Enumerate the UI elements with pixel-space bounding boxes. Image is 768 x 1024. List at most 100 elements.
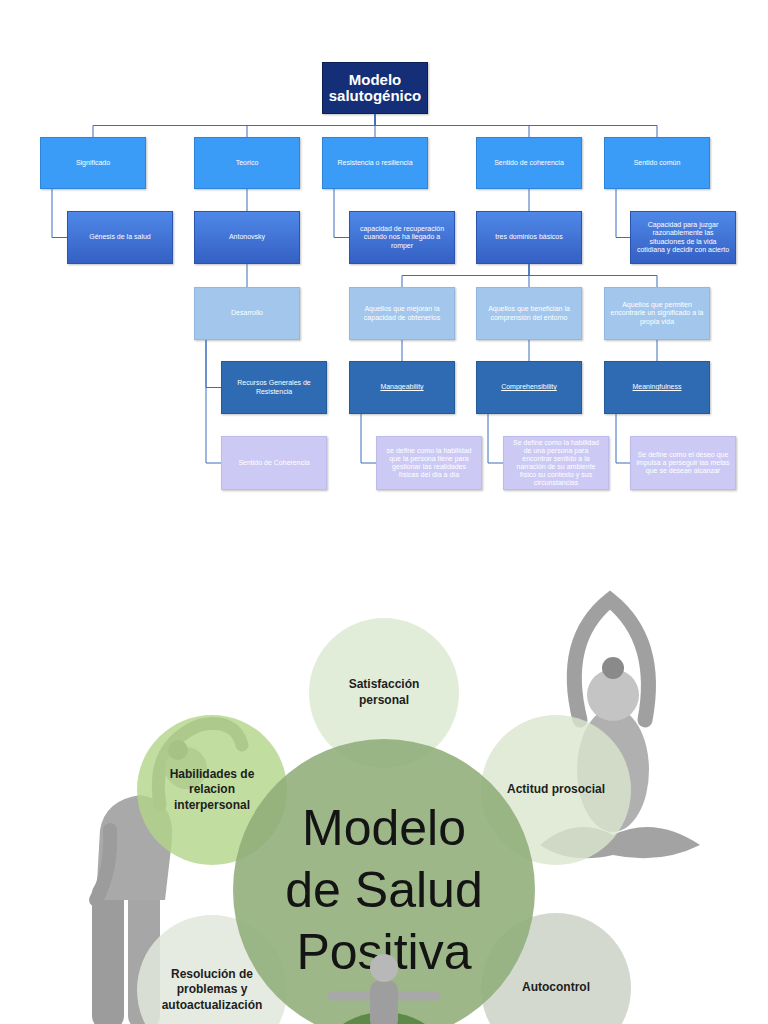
- figure-arm: [574, 600, 648, 720]
- node-text: Aquellos que mejoran la capacidad de obt…: [355, 305, 449, 321]
- tree-connector: [375, 114, 529, 137]
- text-group: Aquellos que benefician la comprensión d…: [482, 305, 576, 321]
- node-text: Desarrollo: [231, 309, 263, 317]
- node-text: Génesis de la salud: [89, 233, 150, 241]
- text-group: Modelo salutogénico: [328, 72, 422, 105]
- node-text: Modelo de Salud Positiva: [268, 797, 500, 983]
- tree-connector: [529, 340, 530, 361]
- figure-torso: [370, 980, 398, 1024]
- concept-box: Aquellos que permiten encontrarle un sig…: [604, 287, 710, 340]
- topic-circle-empty: [308, 1012, 460, 1024]
- tree-connector: [247, 189, 248, 211]
- text-group: Resistencia o resiliencia: [337, 159, 412, 167]
- concept-box: Sentido común: [604, 137, 710, 189]
- node-text: Se define como la habilidad de una perso…: [509, 439, 603, 487]
- figure-head: [370, 954, 398, 982]
- concept-box: Resistencia o resiliencia: [322, 137, 428, 189]
- concept-box: capacidad de recuperación cuando nos ha …: [349, 211, 455, 264]
- tree-connector: [247, 264, 248, 287]
- concept-box: Meaningfulness: [604, 361, 710, 414]
- node-text: Resolución de problemas y autoactualizac…: [157, 967, 267, 1014]
- text-group: Desarrollo: [231, 309, 263, 317]
- text-group: Génesis de la salud: [89, 233, 150, 241]
- tree-connector: [488, 414, 503, 463]
- figure-arm: [96, 830, 110, 900]
- text-group: Habilidades de relacion interpersonal: [157, 767, 267, 814]
- tree-connector: [529, 189, 530, 211]
- text-group: Satisfacción personal: [329, 677, 439, 708]
- text-group: capacidad de recuperación cuando nos ha …: [355, 225, 449, 249]
- node-text: Modelo salutogénico: [328, 72, 422, 105]
- circle-shape: [233, 739, 535, 1024]
- concept-box: Se define como la habilidad de una perso…: [503, 436, 609, 490]
- node-text: Teorico: [236, 159, 259, 167]
- node-text: Habilidades de relacion interpersonal: [157, 767, 267, 814]
- tree-connector: [616, 414, 630, 463]
- text-group: Significado: [76, 159, 110, 167]
- figure-hair: [602, 657, 624, 679]
- text-group: Manageability: [380, 383, 423, 391]
- node-text: Significado: [76, 159, 110, 167]
- node-text: Aquellos que benefician la comprensión d…: [482, 305, 576, 321]
- node-text: Resistencia o resiliencia: [337, 159, 412, 167]
- tree-connector: [402, 264, 529, 287]
- circle-shape: [481, 913, 631, 1024]
- text-group: Modelo de Salud Positiva: [268, 797, 500, 983]
- text-group: Sentido de coherencia: [494, 159, 564, 167]
- tree-connector: [529, 264, 530, 287]
- text-group: Resolución de problemas y autoactualizac…: [157, 967, 267, 1014]
- circle-shape: [137, 915, 287, 1024]
- concept-box: Génesis de la salud: [67, 211, 173, 264]
- concept-box: Antonovsky: [194, 211, 300, 264]
- tree-connector: [402, 340, 403, 361]
- concept-box: Recursos Generales de Resistencia: [221, 361, 327, 414]
- tree-connector: [93, 114, 375, 137]
- node-text: se define como la habilidad que la perso…: [382, 447, 476, 479]
- topic-circle: Modelo de Salud Positiva: [233, 739, 535, 1024]
- node-text: Se define como el deseo que impulsa a pe…: [636, 451, 730, 475]
- text-group: Sentido de Coherencia: [238, 459, 309, 467]
- concept-box: Aquellos que benefician la comprensión d…: [476, 287, 582, 340]
- node-text: Comprehensibility: [501, 383, 557, 391]
- concept-box: Desarrollo: [194, 287, 300, 340]
- tree-connector: [616, 189, 630, 238]
- text-group: Comprehensibility: [501, 383, 557, 391]
- text-group: Teorico: [236, 159, 259, 167]
- node-text: Recursos Generales de Resistencia: [227, 379, 321, 395]
- node-text: Capacidad para juzgar razonablemente las…: [636, 221, 730, 253]
- node-text: tres dominios básicos: [495, 233, 562, 241]
- concept-box: Sentido de Coherencia: [221, 436, 327, 490]
- text-group: tres dominios básicos: [495, 233, 562, 241]
- node-text: Satisfacción personal: [329, 677, 439, 708]
- text-group: Capacidad para juzgar razonablemente las…: [636, 221, 730, 253]
- node-text: Antonovsky: [229, 233, 265, 241]
- text-group: Antonovsky: [229, 233, 265, 241]
- concept-box: tres dominios básicos: [476, 211, 582, 264]
- tree-connector: [334, 189, 349, 238]
- concept-box: Teorico: [194, 137, 300, 189]
- node-text: Sentido común: [634, 159, 681, 167]
- concept-box: Sentido de coherencia: [476, 137, 582, 189]
- text-group: Se define como el deseo que impulsa a pe…: [636, 451, 730, 475]
- tree-connector: [361, 414, 376, 463]
- node-text: Aquellos que permiten encontrarle un sig…: [610, 301, 704, 325]
- concept-box: Aquellos que mejoran la capacidad de obt…: [349, 287, 455, 340]
- text-group: Aquellos que mejoran la capacidad de obt…: [355, 305, 449, 321]
- concept-box: Capacidad para juzgar razonablemente las…: [630, 211, 736, 264]
- figure-arm: [332, 992, 436, 1001]
- tree-connector: [529, 264, 657, 287]
- text-group: Aquellos que permiten encontrarle un sig…: [610, 301, 704, 325]
- node-text: Actitud prosocial: [507, 782, 605, 798]
- tree-connector: [206, 340, 221, 463]
- tree-connector: [657, 340, 658, 361]
- text-group: Meaningfulness: [632, 383, 681, 391]
- node-text: Manageability: [380, 383, 423, 391]
- tree-connector: [206, 340, 221, 388]
- node-text: Sentido de coherencia: [494, 159, 564, 167]
- tree-connector: [375, 114, 657, 137]
- node-text: Autocontrol: [522, 980, 590, 996]
- text-group: Actitud prosocial: [501, 782, 611, 798]
- concept-box: Comprehensibility: [476, 361, 582, 414]
- node-text: capacidad de recuperación cuando nos ha …: [355, 225, 449, 249]
